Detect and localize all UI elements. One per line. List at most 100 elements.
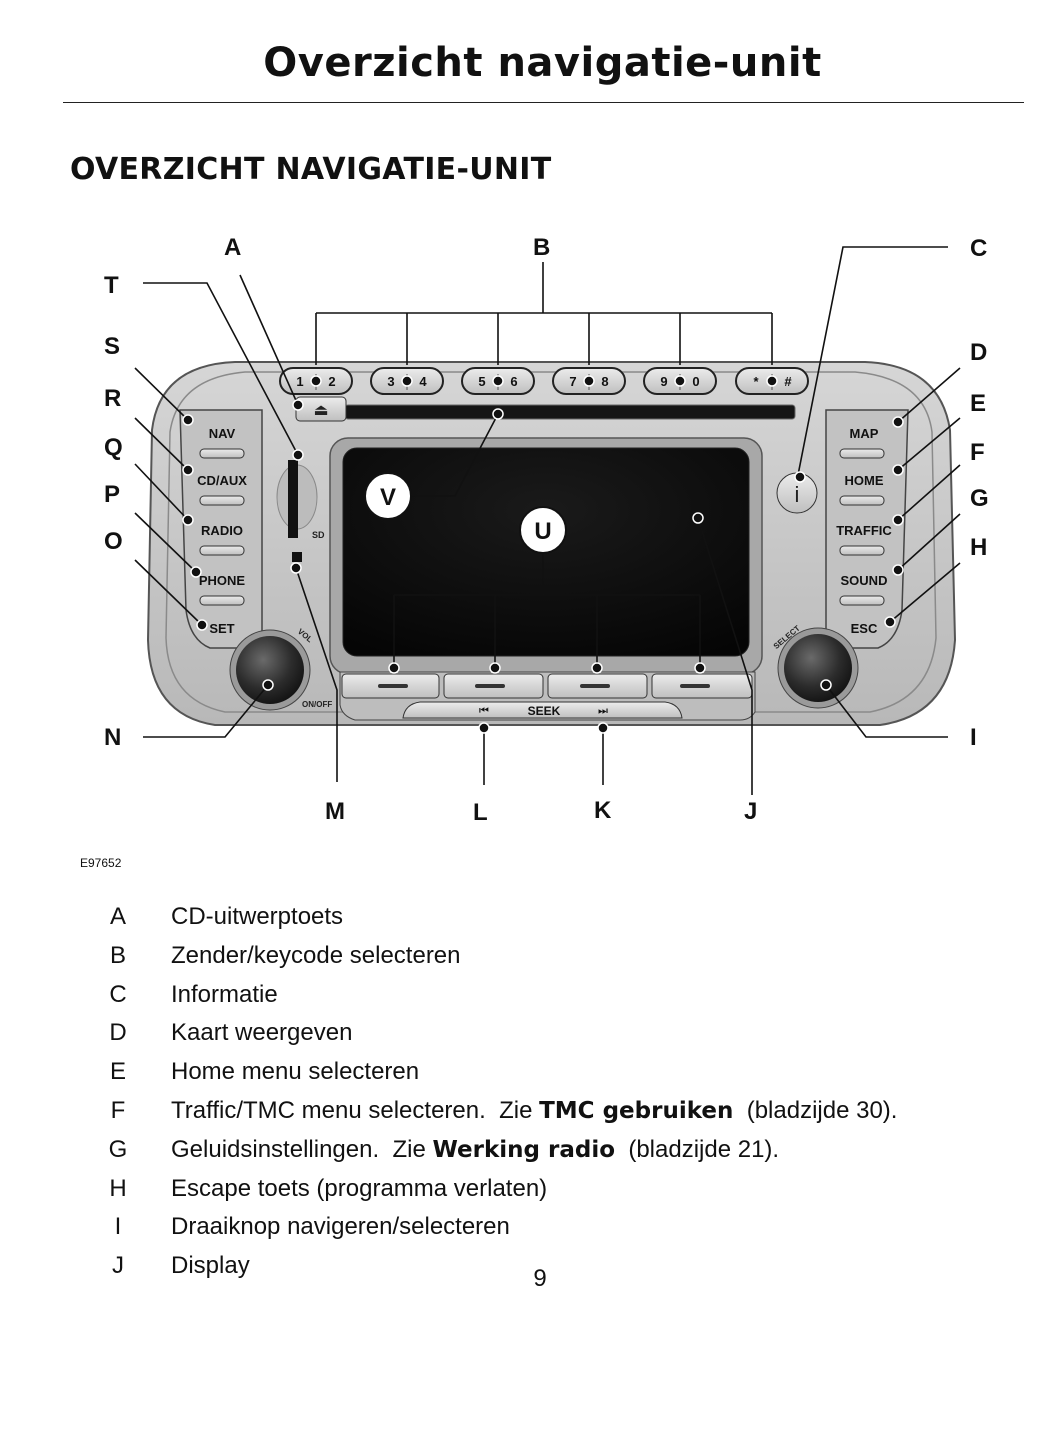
callout-r: R: [104, 385, 121, 412]
callout-j: J: [744, 798, 757, 825]
side-button-map[interactable]: MAP: [839, 426, 885, 459]
legend-text-after: (bladzijde 30).: [733, 1097, 898, 1124]
figure-code: E97652: [80, 856, 122, 870]
callout-k: K: [594, 797, 612, 824]
seek-prev-icon: ⏮: [479, 705, 489, 717]
preset-button-left-label: *: [753, 374, 759, 389]
legend-text: Informatie: [171, 980, 278, 1008]
preset-button-left-label: 1: [296, 374, 303, 389]
preset-button-left-label: 3: [387, 374, 394, 389]
side-button-traffic[interactable]: TRAFFIC: [836, 523, 892, 556]
legend-text: Home menu selecteren: [171, 1058, 420, 1086]
preset-button-right-label: 8: [601, 374, 608, 389]
title-rule: [63, 102, 1024, 103]
callout-t: T: [104, 272, 119, 299]
on-off-label: ON/OFF: [302, 700, 332, 709]
callout-c: C: [970, 235, 987, 262]
right-button-panel: [825, 409, 909, 649]
legend-text: Escape toets (programma verlaten): [171, 1174, 548, 1202]
side-button-label: CD/AUX: [197, 473, 247, 488]
leader-dots: [182, 375, 904, 734]
legend-text-before: Traffic/TMC menu selecteren. Zie: [171, 1097, 540, 1124]
side-button-esc[interactable]: ESC: [851, 621, 878, 636]
seek-rocker: [402, 701, 683, 719]
preset-button-right-label: 6: [510, 374, 517, 389]
volume-knob[interactable]: [236, 636, 304, 704]
side-button-label: PHONE: [199, 573, 246, 588]
preset-button-left-label: 7: [569, 374, 576, 389]
callout-m: M: [325, 798, 345, 825]
callout-n: N: [104, 724, 121, 751]
side-button-label: TRAFFIC: [836, 523, 892, 538]
side-button-cd-aux[interactable]: CD/AUX: [197, 473, 247, 506]
select-knob[interactable]: [784, 634, 852, 702]
legend-key: G: [108, 1135, 128, 1163]
leader-lines: [134, 246, 961, 795]
callout-v: V: [380, 484, 396, 511]
legend-key: C: [109, 980, 127, 1008]
legend-text: Traffic/TMC menu selecteren. Zie TMC geb…: [171, 1097, 897, 1125]
callout-s: S: [104, 333, 120, 360]
legend-text: Draaiknop navigeren/selecteren: [171, 1213, 510, 1241]
preset-button-left-label: 9: [660, 374, 667, 389]
sd-slot-overlay: [288, 460, 298, 538]
legend-row: D Kaart weergeven: [0, 1019, 1055, 1055]
callout-d: D: [970, 339, 987, 366]
legend-key: J: [112, 1252, 124, 1280]
callout-h: H: [970, 534, 987, 561]
side-button-radio[interactable]: RADIO: [199, 523, 245, 556]
legend-row: I Draaiknop navigeren/selecteren: [0, 1213, 1055, 1249]
side-button-label: HOME: [845, 473, 884, 488]
side-button-phone[interactable]: PHONE: [199, 573, 246, 606]
legend-key: F: [110, 1097, 126, 1124]
legend-row: F Traffic/TMC menu selecteren. Zie TMC ge…: [0, 1097, 1055, 1133]
callout-letters: A B C T S D R E Q F P G O H N I M L K J: [104, 234, 989, 826]
callout-l: L: [473, 799, 488, 826]
side-button-home[interactable]: HOME: [839, 473, 885, 506]
legend-text: Geluidsinstellingen. Zie Werking radio (…: [171, 1136, 779, 1164]
preset-button-left-label: 5: [478, 374, 485, 389]
section-heading: OVERZICHT NAVIGATIE-UNIT: [70, 152, 552, 187]
side-button-label: SET: [209, 621, 234, 636]
legend-row: J Display: [0, 1252, 1055, 1288]
legend-row: G Geluidsinstellingen. Zie Werking radio …: [0, 1136, 1055, 1172]
side-button-sound[interactable]: SOUND: [839, 573, 888, 606]
side-button-set[interactable]: SET: [209, 621, 234, 636]
side-button-nav[interactable]: NAV: [199, 426, 245, 459]
callout-e: E: [970, 390, 986, 417]
seek-next-icon: ⏭: [598, 705, 608, 717]
eject-icon: ⏏: [313, 402, 328, 419]
legend-cross-reference: TMC gebruiken: [539, 1098, 734, 1124]
softkeys: [341, 673, 753, 699]
callout-q: Q: [104, 434, 123, 461]
legend-key: B: [109, 941, 126, 969]
callout-g: G: [970, 485, 989, 512]
legend-text-after: (bladzijde 21).: [615, 1135, 780, 1163]
side-button-label: SOUND: [841, 573, 888, 588]
legend-row: C Informatie: [0, 981, 1055, 1017]
legend-key: D: [109, 1019, 127, 1047]
legend-text: Kaart weergeven: [171, 1019, 353, 1047]
side-button-label: ESC: [851, 621, 878, 636]
legend-text: Display: [171, 1252, 250, 1280]
legend-key: A: [109, 903, 126, 930]
sd-label: SD: [312, 530, 325, 540]
callout-b: B: [533, 234, 550, 261]
microphone: [292, 552, 302, 562]
legend-key: I: [114, 1213, 122, 1241]
callout-f: F: [970, 439, 985, 466]
preset-button-right-label: 0: [692, 374, 699, 389]
page-title: Overzicht navigatie-unit: [263, 40, 822, 86]
side-button-label: RADIO: [201, 523, 243, 538]
preset-button-right-label: 4: [419, 374, 427, 389]
callout-u: U: [534, 518, 551, 545]
callout-v-circle: [364, 472, 412, 520]
callout-p: P: [104, 481, 120, 508]
